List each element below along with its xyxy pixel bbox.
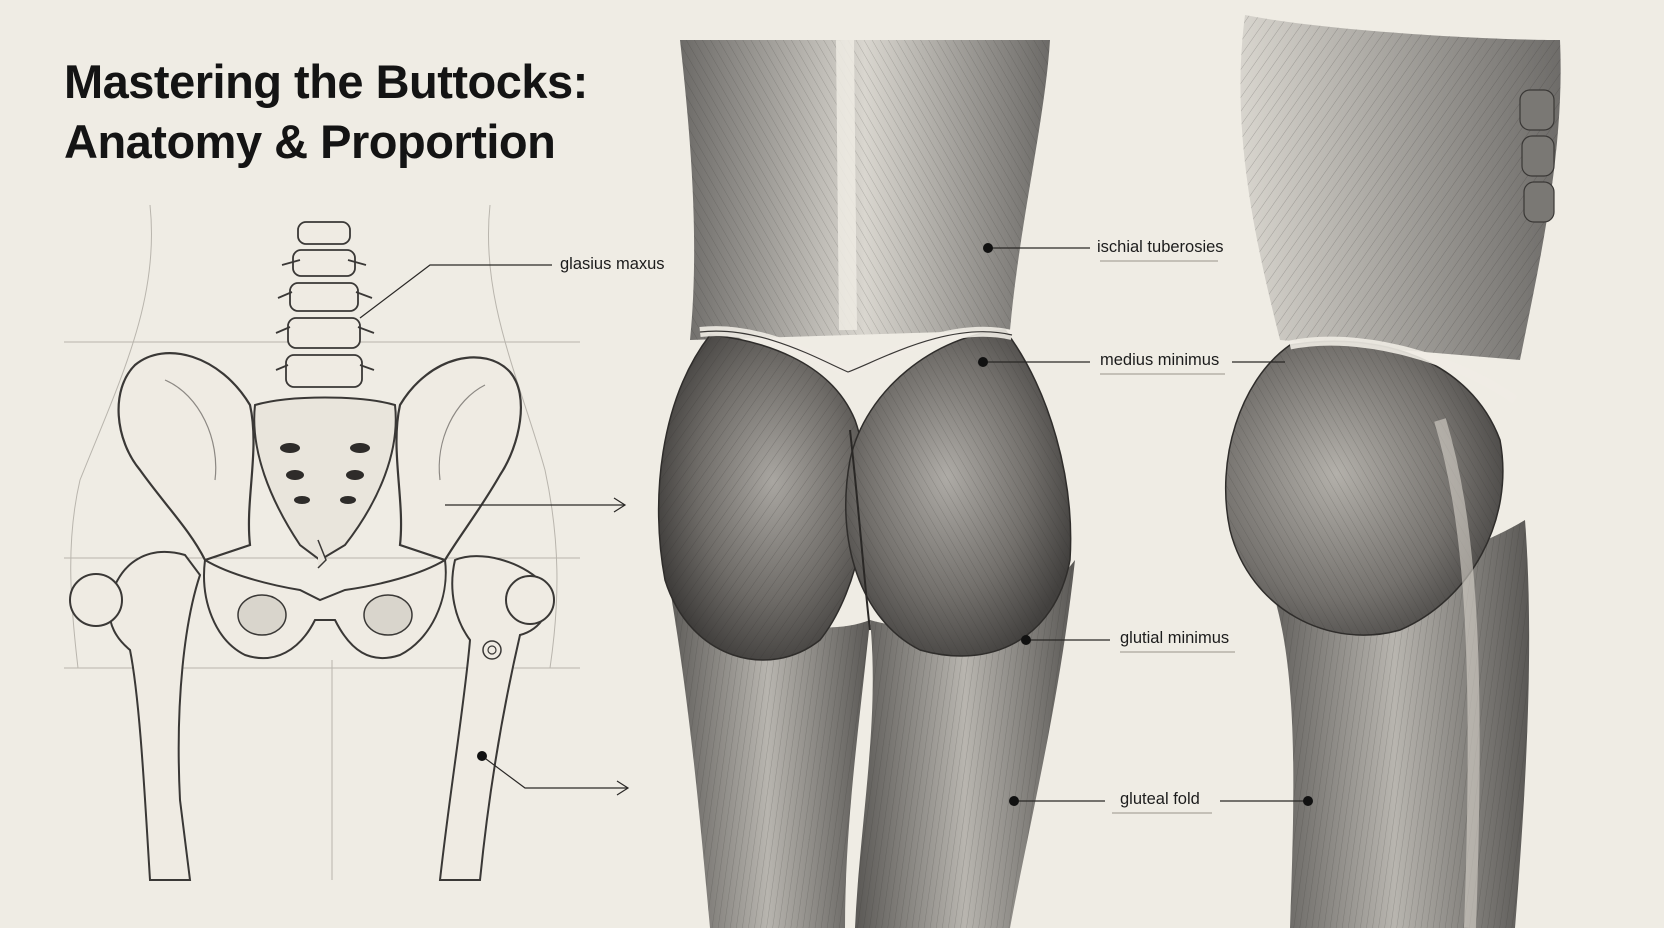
left-femur (108, 551, 202, 881)
label-glasius-maxus: glasius maxus (560, 255, 665, 273)
label-medius-minimus: medius minimus (1100, 351, 1220, 369)
pelvis-skeleton (64, 204, 580, 881)
label-glutial-minimus: glutial minimus (1120, 629, 1230, 647)
label-ischial-tuberosies: ischial tuberosies (1097, 238, 1224, 256)
left-ilium (117, 352, 255, 562)
label-gluteal-fold: gluteal fold (1120, 790, 1200, 808)
label-leader-lines (359, 247, 1306, 814)
page-title: Mastering the Buttocks: Anatomy & Propor… (64, 52, 588, 172)
lateral-gluteal-view (1224, 15, 1561, 928)
right-trochanter (505, 575, 555, 625)
page-title-line-1: Mastering the Buttocks: (64, 55, 588, 108)
right-ilium (395, 356, 522, 562)
lumbar-spine (275, 221, 375, 388)
sacrum (253, 396, 397, 562)
page-title-line-2: Anatomy & Proportion (64, 115, 556, 168)
label-marker-dots (477, 243, 1313, 806)
left-trochanter (69, 573, 123, 627)
abdominal-segments (1519, 89, 1555, 223)
posterior-gluteal-view (657, 39, 1075, 928)
